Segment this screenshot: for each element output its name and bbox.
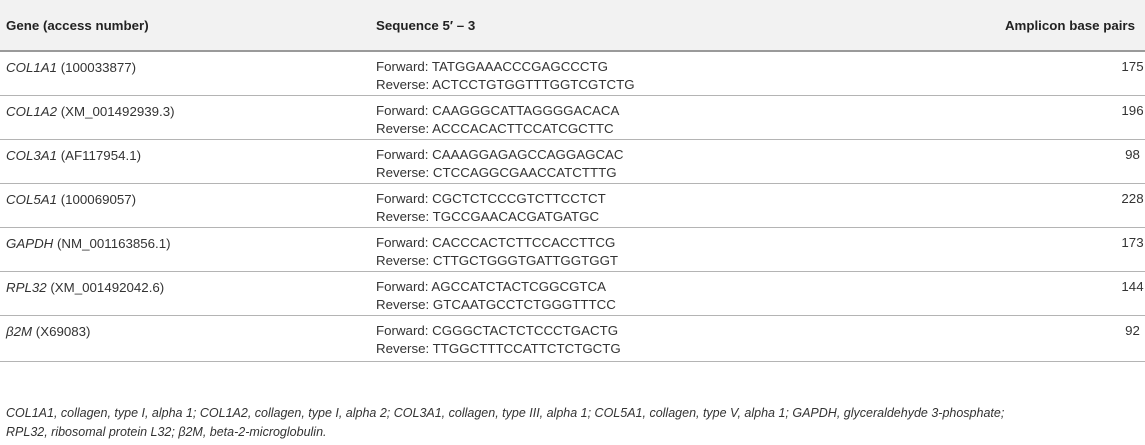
header-sequence: Sequence 5′ – 3	[370, 0, 945, 52]
amplicon-cell: 98	[945, 139, 1145, 184]
sequence-cell: Forward: CGGGCTACTCTCCCTGACTG Reverse: TT…	[370, 315, 945, 362]
amplicon-cell: 144	[945, 271, 1145, 316]
gene-cell: RPL32 (XM_001492042.6)	[0, 271, 370, 316]
reverse-primer: Reverse: GTCAATGCCTCTGGGTTTCC	[376, 297, 616, 312]
amplicon-value: 98	[1125, 147, 1140, 162]
table-header-row: Gene (access number) Sequence 5′ – 3 Amp…	[0, 0, 1145, 52]
access-number: (X69083)	[32, 324, 91, 339]
access-number: (XM_001492939.3)	[57, 104, 175, 119]
amplicon-cell: 228	[945, 183, 1145, 228]
amplicon-cell: 175	[945, 51, 1145, 96]
gene-cell: COL5A1 (100069057)	[0, 183, 370, 228]
gene-name: GAPDH	[6, 236, 54, 251]
reverse-primer: Reverse: ACCCACACTTCCATCGCTTC	[376, 121, 614, 136]
table-row: COL1A1 (100033877) Forward: TATGGAAACCCG…	[0, 51, 1145, 96]
access-number: (XM_001492042.6)	[46, 280, 165, 295]
gene-name: COL1A2	[6, 104, 57, 119]
sequence-cell: Forward: CACCCACTCTTCCACCTTCG Reverse: CT…	[370, 227, 945, 272]
forward-primer: Forward: CGCTCTCCCGTCTTCCTCT	[376, 191, 606, 206]
gene-name: RPL32	[6, 280, 47, 295]
sequence-cell: Forward: CGCTCTCCCGTCTTCCTCT Reverse: TGC…	[370, 183, 945, 228]
table-row: GAPDH (NM_001163856.1) Forward: CACCCACT…	[0, 227, 1145, 272]
access-number: (NM_001163856.1)	[53, 236, 171, 251]
gene-cell: β2M (X69083)	[0, 315, 370, 362]
footnote-line-2: RPL32, ribosomal protein L32; β2M, beta-…	[6, 425, 327, 439]
table-row: COL5A1 (100069057) Forward: CGCTCTCCCGTC…	[0, 183, 1145, 228]
table-row: β2M (X69083) Forward: CGGGCTACTCTCCCTGAC…	[0, 315, 1145, 362]
forward-primer: Forward: TATGGAAACCCGAGCCCTG	[376, 59, 608, 74]
forward-primer: Forward: AGCCATCTACTCGGCGTCA	[376, 279, 607, 294]
table-footnote: COL1A1, collagen, type I, alpha 1; COL1A…	[6, 404, 1141, 442]
header-gene: Gene (access number)	[0, 0, 370, 52]
amplicon-cell: 196	[945, 95, 1145, 140]
forward-primer: Forward: CACCCACTCTTCCACCTTCG	[376, 235, 616, 250]
forward-primer: Forward: CGGGCTACTCTCCCTGACTG	[376, 323, 619, 338]
gene-cell: COL1A1 (100033877)	[0, 51, 370, 96]
table-row: COL3A1 (AF117954.1) Forward: CAAAGGAGAGC…	[0, 139, 1145, 184]
amplicon-cell: 92	[945, 315, 1145, 362]
gene-name: COL1A1	[6, 60, 57, 75]
access-number: (100069057)	[57, 192, 137, 207]
forward-primer: Forward: CAAAGGAGAGCCAGGAGCAC	[376, 147, 624, 162]
reverse-primer: Reverse: CTTGCTGGGTGATTGGTGGT	[376, 253, 619, 268]
amplicon-value: 92	[1125, 323, 1140, 338]
footnote-line-1: COL1A1, collagen, type I, alpha 1; COL1A…	[6, 406, 1005, 420]
amplicon-value: 144	[1121, 279, 1144, 294]
reverse-primer: Reverse: CTCCAGGCGAACCATCTTTG	[376, 165, 617, 180]
access-number: (AF117954.1)	[57, 148, 142, 163]
sequence-cell: Forward: TATGGAAACCCGAGCCCTG Reverse: ACT…	[370, 51, 945, 96]
sequence-cell: Forward: AGCCATCTACTCGGCGTCA Reverse: GTC…	[370, 271, 945, 316]
amplicon-value: 175	[1121, 59, 1144, 74]
amplicon-value: 228	[1121, 191, 1144, 206]
table-row: COL1A2 (XM_001492939.3) Forward: CAAGGGC…	[0, 95, 1145, 140]
amplicon-value: 196	[1121, 103, 1144, 118]
reverse-primer: Reverse: ACTCCTGTGGTTTGGTCGTCTG	[376, 77, 635, 92]
gene-name: β2M	[6, 324, 33, 339]
amplicon-cell: 173	[945, 227, 1145, 272]
gene-cell: GAPDH (NM_001163856.1)	[0, 227, 370, 272]
table-row: RPL32 (XM_001492042.6) Forward: AGCCATCT…	[0, 271, 1145, 316]
gene-cell: COL3A1 (AF117954.1)	[0, 139, 370, 184]
access-number: (100033877)	[57, 60, 137, 75]
reverse-primer: Reverse: TGCCGAACACGATGATGC	[376, 209, 600, 224]
amplicon-value: 173	[1121, 235, 1144, 250]
primer-table: Gene (access number) Sequence 5′ – 3 Amp…	[0, 0, 1145, 362]
reverse-primer: Reverse: TTGGCTTTCCATTCTCTGCTG	[376, 341, 621, 356]
sequence-cell: Forward: CAAGGGCATTAGGGGACACA Reverse: AC…	[370, 95, 945, 140]
forward-primer: Forward: CAAGGGCATTAGGGGACACA	[376, 103, 620, 118]
header-amplicon: Amplicon base pairs	[945, 0, 1145, 52]
gene-name: COL3A1	[6, 148, 57, 163]
gene-cell: COL1A2 (XM_001492939.3)	[0, 95, 370, 140]
sequence-cell: Forward: CAAAGGAGAGCCAGGAGCAC Reverse: CT…	[370, 139, 945, 184]
gene-name: COL5A1	[6, 192, 57, 207]
